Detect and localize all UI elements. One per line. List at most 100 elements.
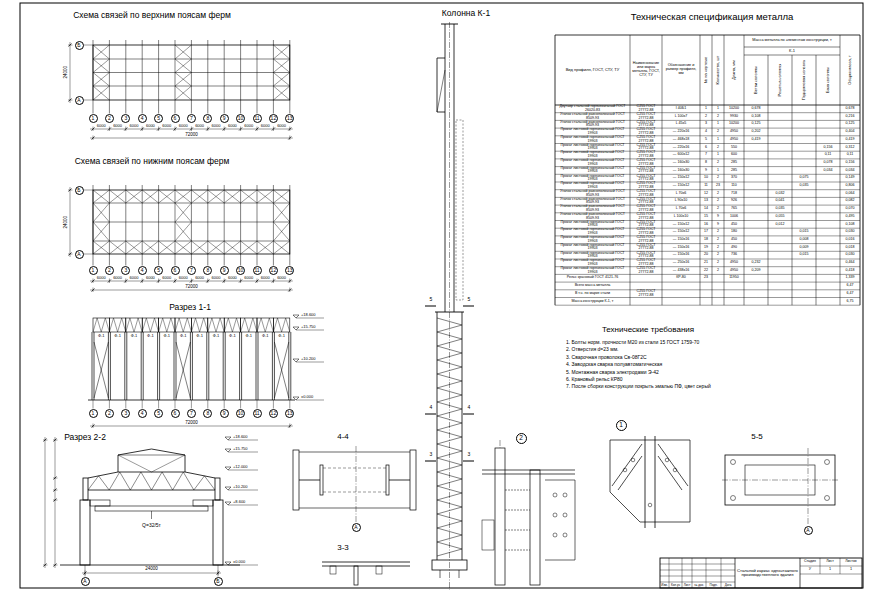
title-block-cell: Подп. bbox=[707, 584, 721, 587]
drawing-line bbox=[157, 332, 158, 400]
truss-mark: Ф-1 bbox=[131, 334, 138, 338]
drawing-line bbox=[437, 514, 462, 521]
table-cell: С255 ГОСТ 27772-88 bbox=[631, 244, 662, 251]
drawing-line bbox=[94, 342, 108, 398]
title-block-cell: У bbox=[801, 568, 820, 572]
drawing-line bbox=[142, 127, 143, 132]
drawing-line bbox=[43, 565, 48, 566]
table-cell: 12 bbox=[701, 192, 712, 196]
drawing-line bbox=[682, 558, 683, 588]
dimension: 6000 bbox=[179, 124, 188, 128]
axis-bubble: 9 bbox=[220, 409, 229, 418]
drawing-line bbox=[174, 128, 177, 131]
section-mark: 5 bbox=[430, 297, 433, 302]
drawing-line bbox=[207, 185, 208, 266]
dimension: 6000 bbox=[97, 276, 106, 280]
axis-label: 12 bbox=[271, 268, 277, 273]
drawing-line bbox=[459, 570, 460, 578]
table-cell: 0,041 bbox=[769, 199, 792, 203]
axis-label: 6 bbox=[174, 268, 177, 273]
drawing-line bbox=[90, 290, 293, 291]
table-cell: 6,47 bbox=[841, 284, 860, 288]
drawing-line bbox=[706, 558, 707, 588]
drawing-line bbox=[860, 35, 861, 305]
title-block-name: Стальной каркас одноэтажного производств… bbox=[736, 569, 800, 577]
drawing-line bbox=[808, 448, 809, 526]
drawing-line bbox=[257, 190, 273, 203]
table-cell: 16 bbox=[701, 223, 712, 227]
axis-bubble: 6 bbox=[171, 266, 180, 275]
table-cell: 180 bbox=[725, 230, 744, 234]
table-cell: 2 bbox=[713, 130, 724, 134]
table-cell: 9 bbox=[713, 223, 724, 227]
table-cell: — 220х16 bbox=[663, 146, 700, 150]
drawing-line bbox=[224, 185, 225, 266]
table-cell: Двутавр стальной горячекатаный ГОСТ 2602… bbox=[556, 105, 630, 112]
table-cell: С255 ГОСТ 27772-88 bbox=[631, 290, 662, 297]
dimension: 6000 bbox=[146, 276, 155, 280]
truss-mark: Ф-1 bbox=[245, 334, 252, 338]
table-cell: 2 bbox=[713, 269, 724, 273]
table-cell: С255 ГОСТ 27772-88 bbox=[631, 136, 662, 143]
drawing-line bbox=[228, 505, 258, 506]
table-cell: Уголок стальной равнополочный ГОСТ 8509-… bbox=[556, 113, 630, 120]
dimension: 6000 bbox=[113, 124, 122, 128]
drawing-line bbox=[85, 565, 86, 577]
drawing-line bbox=[141, 332, 142, 400]
drawing-line bbox=[669, 558, 670, 588]
section-mark: 4 bbox=[468, 405, 471, 410]
table-cell: Прокат листовой горячекатаный ГОСТ 19903 bbox=[556, 252, 630, 259]
axis-label: 6 bbox=[174, 116, 177, 121]
axis-bubble: 13 bbox=[285, 409, 294, 418]
drawing-line bbox=[437, 486, 462, 493]
drawing-outline bbox=[293, 315, 299, 318]
drawing-line bbox=[289, 185, 290, 266]
axis-label: 8 bbox=[206, 116, 209, 121]
table-cell: 1006 bbox=[725, 215, 744, 219]
truss-mark: Ф-1 bbox=[180, 334, 187, 338]
drawing-line bbox=[735, 558, 736, 588]
drawing-line bbox=[322, 562, 410, 563]
table-cell: 2 bbox=[713, 246, 724, 250]
table-cell: Прокат листовой горячекатаный ГОСТ 19903 bbox=[556, 136, 630, 143]
drawing-line bbox=[68, 45, 73, 46]
axis-label: Б bbox=[216, 579, 219, 584]
axis-label: 2 bbox=[108, 411, 111, 416]
table-cell: С255 ГОСТ 27772-88 bbox=[631, 190, 662, 197]
drawing-line bbox=[792, 55, 793, 305]
drawing-line bbox=[126, 190, 142, 203]
drawing-line bbox=[505, 530, 530, 531]
table-cell: Всего масса металла bbox=[556, 284, 630, 288]
drawing-line bbox=[272, 128, 275, 131]
table-cell: L 70х6 bbox=[663, 192, 700, 196]
drawing-line bbox=[437, 458, 462, 465]
axis-bubble: 5 bbox=[154, 409, 163, 418]
drawing-line bbox=[273, 222, 289, 241]
drawing-line bbox=[93, 59, 109, 73]
drawing-rect bbox=[530, 470, 540, 585]
title-block-cell: Стадия bbox=[801, 560, 820, 564]
drawing-line bbox=[126, 241, 142, 254]
drawing-line bbox=[53, 565, 58, 566]
axis-bubble: 5 bbox=[154, 266, 163, 275]
drawing-line bbox=[159, 190, 175, 203]
axis-label: 11 bbox=[254, 268, 259, 273]
drawing-line bbox=[70, 187, 71, 257]
drawing-line bbox=[290, 332, 291, 400]
dimension: 24000 bbox=[64, 66, 69, 79]
table-cell: 11950 bbox=[725, 276, 744, 280]
axis-bubble: 2 bbox=[105, 114, 114, 123]
table-cell: 718 bbox=[725, 192, 744, 196]
drawing-line bbox=[500, 440, 501, 448]
drawing-line bbox=[712, 35, 713, 305]
table-cell: 0,035 bbox=[769, 207, 792, 211]
axis-bubble: 12 bbox=[269, 409, 278, 418]
dimension: 6000 bbox=[228, 276, 237, 280]
drawing-rect bbox=[330, 566, 336, 574]
table-cell: 4950 bbox=[725, 269, 744, 273]
drawing-line bbox=[240, 127, 241, 132]
drawing-line bbox=[223, 128, 226, 131]
axis-label: 10 bbox=[238, 116, 244, 121]
axis-bubble: 8 bbox=[203, 266, 212, 275]
table-cell: 0,075 bbox=[793, 176, 816, 180]
